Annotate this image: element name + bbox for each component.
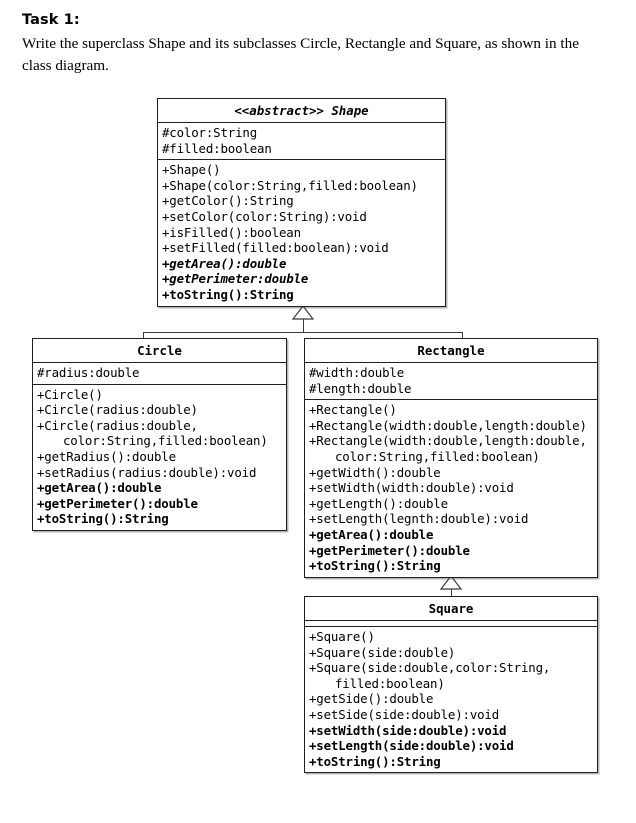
generalization-triangle-shape: [292, 305, 314, 320]
uml-attributes-shape: #color:String #filled:boolean: [158, 123, 445, 161]
generalization-branch-circle: [143, 332, 145, 339]
uml-method-continuation: filled:boolean): [335, 675, 445, 691]
uml-method-override: +setWidth(side:double):void: [309, 722, 507, 738]
uml-method-override: +getPerimeter():double: [37, 495, 198, 511]
uml-method-abstract: +getPerimeter:double: [162, 271, 309, 287]
uml-class-title-rectangle: Rectangle: [305, 339, 597, 363]
uml-method-override: +toString():String: [37, 511, 169, 527]
uml-attribute: #radius:double: [37, 365, 140, 380]
uml-class-name-square: Square: [428, 601, 474, 616]
uml-method: +getLength():double: [309, 495, 448, 511]
uml-class-rectangle[interactable]: Rectangle #width:double #length:double +…: [304, 338, 598, 578]
uml-method: +Circle(): [37, 386, 103, 402]
uml-attributes-circle: #radius:double: [33, 363, 286, 385]
uml-attributes-square: [305, 621, 597, 627]
uml-stereotype-abstract: <<abstract>>: [234, 103, 324, 118]
uml-method: +setWidth(width:double):void: [309, 480, 514, 496]
uml-attribute: #color:String: [162, 125, 258, 140]
uml-class-name-rectangle: Rectangle: [417, 343, 485, 358]
uml-method: +Rectangle(): [309, 402, 397, 418]
uml-method-override: +getPerimeter():double: [309, 542, 470, 558]
uml-attributes-rectangle: #width:double #length:double: [305, 363, 597, 401]
uml-method: +setColor(color:String):void: [162, 208, 367, 224]
uml-method: +setLength(legnth:double):void: [309, 511, 529, 527]
uml-class-shape[interactable]: <<abstract>> Shape #color:String #filled…: [157, 98, 446, 307]
uml-class-name-circle: Circle: [137, 343, 182, 358]
uml-attribute: #width:double: [309, 365, 405, 380]
uml-method: +isFilled():boolean: [162, 224, 301, 240]
page-title: Task 1:: [22, 12, 80, 28]
uml-method: +getColor():String: [162, 193, 294, 209]
uml-method: +Rectangle(width:double,length:double,: [309, 433, 587, 449]
uml-methods-circle: +Circle() +Circle(radius:double) +Circle…: [33, 385, 286, 530]
uml-method: +Circle(radius:double,: [37, 417, 198, 433]
uml-method: +Square(side:double,color:String,: [309, 660, 551, 676]
uml-method-override: +setLength(side:double):void: [309, 738, 514, 754]
uml-method-override: +toString():String: [309, 753, 441, 769]
uml-method: +setFilled(filled:boolean):void: [162, 240, 389, 256]
uml-class-title-shape: <<abstract>> Shape: [158, 99, 445, 123]
uml-method: +Shape(): [162, 162, 221, 178]
uml-methods-rectangle: +Rectangle() +Rectangle(width:double,len…: [305, 400, 597, 577]
uml-method-override: +toString():String: [309, 558, 441, 574]
uml-method: +getSide():double: [309, 691, 434, 707]
uml-method: +Shape(color:String,filled:boolean): [162, 177, 418, 193]
generalization-stem-square: [450, 589, 452, 597]
uml-method-continuation: color:String,filled:boolean): [63, 433, 268, 449]
uml-attribute: #length:double: [309, 380, 412, 396]
task-header: Task 1: Write the superclass Shape and i…: [22, 10, 612, 77]
uml-class-circle[interactable]: Circle #radius:double +Circle() +Circle(…: [32, 338, 287, 531]
uml-method: +setRadius(radius:double):void: [37, 464, 257, 480]
uml-method: +getRadius():double: [37, 448, 176, 464]
uml-attribute: #filled:boolean: [162, 140, 272, 156]
uml-method-abstract: +getArea():double: [162, 255, 287, 271]
uml-methods-shape: +Shape() +Shape(color:String,filled:bool…: [158, 160, 445, 305]
uml-class-name-shape: Shape: [331, 103, 369, 118]
uml-method: +setSide(side:double):void: [309, 706, 500, 722]
uml-method-override: +toString():String: [162, 286, 294, 302]
generalization-bus-shape: [143, 332, 463, 334]
uml-methods-square: +Square() +Square(side:double) +Square(s…: [305, 627, 597, 772]
uml-class-title-square: Square: [305, 597, 597, 621]
uml-method: +Rectangle(width:double,length:double): [309, 417, 587, 433]
generalization-stem-shape: [302, 319, 304, 332]
uml-method-override: +getArea():double: [37, 480, 162, 496]
uml-method: +Circle(radius:double): [37, 402, 198, 418]
uml-method: +Square(): [309, 629, 375, 644]
uml-method: +getWidth():double: [309, 464, 441, 480]
uml-method-override: +getArea():double: [309, 526, 434, 542]
uml-method-continuation: color:String,filled:boolean): [335, 448, 540, 464]
uml-class-square[interactable]: Square +Square() +Square(side:double) +S…: [304, 596, 598, 774]
task-description: Write the superclass Shape and its subcl…: [22, 35, 579, 74]
uml-method: +Square(side:double): [309, 644, 456, 660]
uml-class-title-circle: Circle: [33, 339, 286, 363]
generalization-branch-rectangle: [462, 332, 464, 339]
